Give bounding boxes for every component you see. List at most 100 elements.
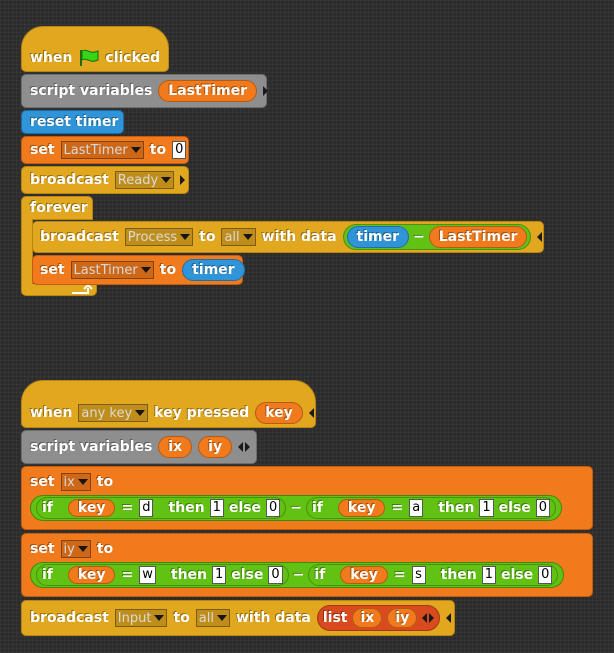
message-dropdown[interactable]: Ready	[114, 171, 175, 189]
forever-label: forever	[30, 200, 88, 216]
equals-sign: =	[391, 500, 404, 516]
broadcast-ready-block[interactable]: broadcast Ready	[21, 166, 189, 194]
key-parameter[interactable]: key	[338, 499, 386, 517]
collapse-arrow-icon[interactable]	[446, 613, 452, 623]
dropdown-value: all	[224, 229, 240, 245]
equals-predicate[interactable]: key = d	[58, 498, 164, 518]
if-label: if	[314, 567, 326, 583]
if-then-else-reporter-left[interactable]: if key = d then 1 else 0	[36, 497, 287, 519]
equals-sign: =	[121, 567, 134, 583]
when-label: when	[30, 405, 73, 421]
value-input[interactable]: s	[412, 566, 426, 584]
set-lasttimer-to-0-block[interactable]: set LastTimer to 0	[21, 136, 189, 164]
target-dropdown[interactable]: all	[195, 609, 230, 627]
when-label: when	[30, 50, 73, 66]
list-reporter[interactable]: list ix iy	[316, 605, 441, 631]
dropdown-value: Ready	[117, 172, 159, 188]
variable-lasttimer[interactable]: LastTimer	[428, 226, 528, 248]
script-variables-block[interactable]: script variables ix iy	[21, 430, 257, 464]
minus-operator[interactable]: if key = w then 1 else 0 − if key = s	[30, 562, 565, 588]
value-input[interactable]: w	[139, 566, 156, 584]
key-parameter[interactable]: key	[255, 402, 303, 424]
value-input[interactable]: 0	[172, 141, 187, 159]
loop-arrow-icon	[72, 284, 93, 294]
add-remove-arrows-icon[interactable]	[422, 613, 435, 623]
set-label: set	[30, 142, 55, 158]
dropdown-value: LastTimer	[73, 262, 138, 278]
add-remove-arrows-icon[interactable]	[238, 442, 251, 452]
to-label: to	[173, 610, 190, 626]
to-label: to	[199, 229, 216, 245]
then-input[interactable]: 1	[209, 499, 224, 517]
variable-dropdown[interactable]: iy	[60, 540, 91, 558]
when-key-pressed-block[interactable]: when any key key pressed key	[21, 380, 316, 428]
variable-dropdown[interactable]: ix	[60, 473, 91, 491]
equals-sign: =	[393, 567, 406, 583]
else-input[interactable]: 0	[265, 499, 281, 517]
dropdown-value: Input	[117, 610, 152, 626]
minus-operator[interactable]: timer − LastTimer	[342, 224, 532, 250]
key-parameter[interactable]: key	[68, 566, 116, 584]
set-iy-block[interactable]: set iy to if key = w then 1 else 0 − if	[21, 533, 593, 597]
else-label: else	[500, 567, 534, 583]
expand-arrow-icon[interactable]	[180, 175, 186, 185]
else-input[interactable]: 0	[538, 566, 553, 584]
if-then-else-reporter-right[interactable]: if key = s then 1 else 0	[308, 564, 559, 586]
equals-predicate[interactable]: key = w	[58, 565, 166, 585]
chevron-down-icon	[140, 267, 151, 273]
forever-block-arm	[21, 219, 33, 285]
set-lasttimer-to-timer-block[interactable]: set LastTimer to timer	[32, 255, 245, 285]
else-label: else	[228, 500, 261, 516]
minus-operator[interactable]: if key = d then 1 else 0 − if key = a	[30, 495, 562, 521]
forever-block[interactable]: forever	[21, 196, 93, 220]
target-dropdown[interactable]: all	[221, 228, 256, 246]
set-ix-block[interactable]: set ix to if key = d then 1 else 0 − if	[21, 466, 593, 530]
variable-ix[interactable]: ix	[352, 608, 383, 628]
variable-dropdown[interactable]: LastTimer	[60, 141, 144, 159]
key-parameter[interactable]: key	[340, 566, 388, 584]
key-pressed-label: key pressed	[154, 405, 250, 421]
then-input[interactable]: 1	[481, 566, 496, 584]
variable-dropdown[interactable]: LastTimer	[70, 261, 154, 279]
then-input[interactable]: 1	[479, 499, 494, 517]
collapse-arrow-icon[interactable]	[537, 232, 543, 242]
timer-reporter[interactable]: timer	[182, 259, 245, 281]
equals-predicate[interactable]: key = s	[330, 565, 435, 585]
expand-arrow-icon[interactable]	[263, 86, 269, 96]
variable-lasttimer[interactable]: LastTimer	[158, 80, 258, 102]
value-input[interactable]: a	[409, 499, 423, 517]
if-then-else-reporter-left[interactable]: if key = w then 1 else 0	[36, 564, 289, 586]
variable-iy[interactable]: iy	[387, 608, 418, 628]
dropdown-value: Process	[127, 229, 178, 245]
message-dropdown[interactable]: Input	[114, 609, 168, 627]
value-input[interactable]: d	[139, 499, 153, 517]
key-dropdown[interactable]: any key	[78, 404, 149, 422]
else-label: else	[231, 567, 264, 583]
message-dropdown[interactable]: Process	[124, 228, 194, 246]
chevron-down-icon	[161, 177, 172, 183]
broadcast-input-block[interactable]: broadcast Input to all with data list ix…	[21, 600, 455, 636]
variable-iy[interactable]: iy	[198, 436, 233, 458]
timer-reporter[interactable]: timer	[346, 226, 409, 248]
if-then-else-reporter-right[interactable]: if key = a then 1 else 0	[306, 497, 556, 519]
to-label: to	[96, 474, 114, 490]
then-input[interactable]: 1	[211, 566, 227, 584]
chevron-down-icon	[154, 615, 165, 621]
broadcast-label: broadcast	[30, 610, 109, 626]
when-flag-clicked-block[interactable]: when clicked	[21, 26, 169, 72]
minus-sign: −	[413, 229, 425, 245]
script-variables-block[interactable]: script variables LastTimer	[21, 74, 269, 108]
broadcast-process-block[interactable]: broadcast Process to all with data timer…	[32, 221, 544, 253]
script-variables-label: script variables	[30, 439, 153, 455]
else-input[interactable]: 0	[535, 499, 550, 517]
equals-predicate[interactable]: key = a	[328, 498, 433, 518]
variable-ix[interactable]: ix	[158, 436, 193, 458]
to-label: to	[149, 142, 167, 158]
if-label: if	[312, 500, 323, 516]
set-iy-header: set iy to	[30, 540, 113, 558]
reset-timer-block[interactable]: reset timer	[21, 110, 124, 134]
else-input[interactable]: 0	[268, 566, 283, 584]
key-parameter[interactable]: key	[68, 499, 116, 517]
broadcast-label: broadcast	[40, 229, 119, 245]
collapse-arrow-icon[interactable]	[308, 408, 314, 418]
